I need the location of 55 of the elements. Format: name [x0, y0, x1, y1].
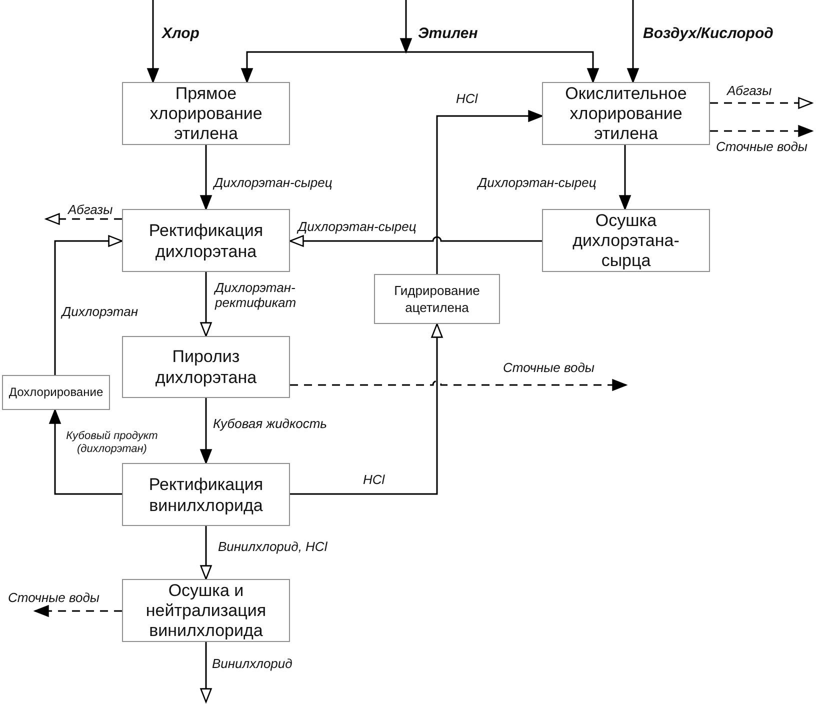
process-label: Прямое хлорирование этилена — [148, 84, 264, 144]
edge-label: Сточные воды — [716, 139, 808, 154]
process-label: Дохлорирование — [8, 385, 104, 400]
arrow — [400, 0, 412, 53]
edge-label: HCl — [363, 472, 385, 487]
arrow — [290, 323, 443, 495]
edge-label: Абгазы — [727, 83, 772, 98]
process-box — [542, 209, 710, 272]
dashed-arrow — [290, 379, 627, 391]
dashed-arrow — [45, 213, 122, 225]
edge-label: Дихлорэтан-сырец — [298, 219, 416, 234]
arrow — [241, 51, 406, 83]
edge-label: Винилхлорид — [212, 656, 292, 671]
process-box — [122, 463, 290, 526]
edge-label: Дихлорэтан — [62, 304, 138, 319]
arrow — [147, 0, 159, 83]
arrow — [200, 398, 212, 464]
arrow — [200, 272, 212, 337]
process-box — [122, 209, 290, 272]
arrow — [54, 235, 123, 375]
edge-label: HCl — [456, 91, 478, 106]
process-box — [122, 82, 290, 145]
edge-label: Дихлорэтан-сырец — [214, 175, 332, 190]
process-label: Пиролиз дихлорэтана — [154, 346, 258, 388]
process-label: Ректификация дихлорэтана — [148, 220, 264, 262]
edge-label: Винилхлорид, HCl — [218, 539, 328, 554]
arrow — [289, 235, 542, 247]
edge-label: Дихлорэтан-сырец — [478, 175, 596, 190]
process-box — [2, 375, 110, 410]
dashed-arrow — [34, 605, 122, 617]
edge-label: Сточные воды — [503, 360, 594, 375]
process-box — [542, 82, 710, 145]
arrow — [406, 51, 599, 83]
process-label: Гидрирование ацетилена — [393, 282, 481, 316]
edge-label: Сточные воды — [8, 590, 100, 605]
input-stream-label: Хлор — [162, 25, 200, 43]
arrow — [619, 145, 631, 210]
process-label: Окислительное хлорирование этилена — [564, 84, 688, 144]
process-label: Ректификация винилхлорида — [148, 474, 264, 516]
process-label: Осушка и нейтрализация винилхлорида — [144, 580, 268, 640]
arrow — [49, 409, 122, 495]
arrow — [200, 526, 212, 580]
process-label: Осушка дихлорэтана-сырца — [572, 210, 680, 270]
arrow — [200, 145, 212, 210]
dashed-arrow — [710, 97, 813, 109]
arrow — [436, 110, 543, 274]
edge-label: Кубовая жидкость — [213, 416, 328, 431]
arrow — [200, 642, 212, 703]
process-box — [122, 336, 290, 398]
edge-label: Абгазы — [68, 202, 113, 217]
dashed-arrow — [710, 125, 813, 137]
input-stream-label: Воздух/Кислород — [643, 25, 774, 43]
process-box — [122, 579, 290, 642]
arrow — [627, 0, 639, 83]
process-box — [374, 274, 500, 324]
